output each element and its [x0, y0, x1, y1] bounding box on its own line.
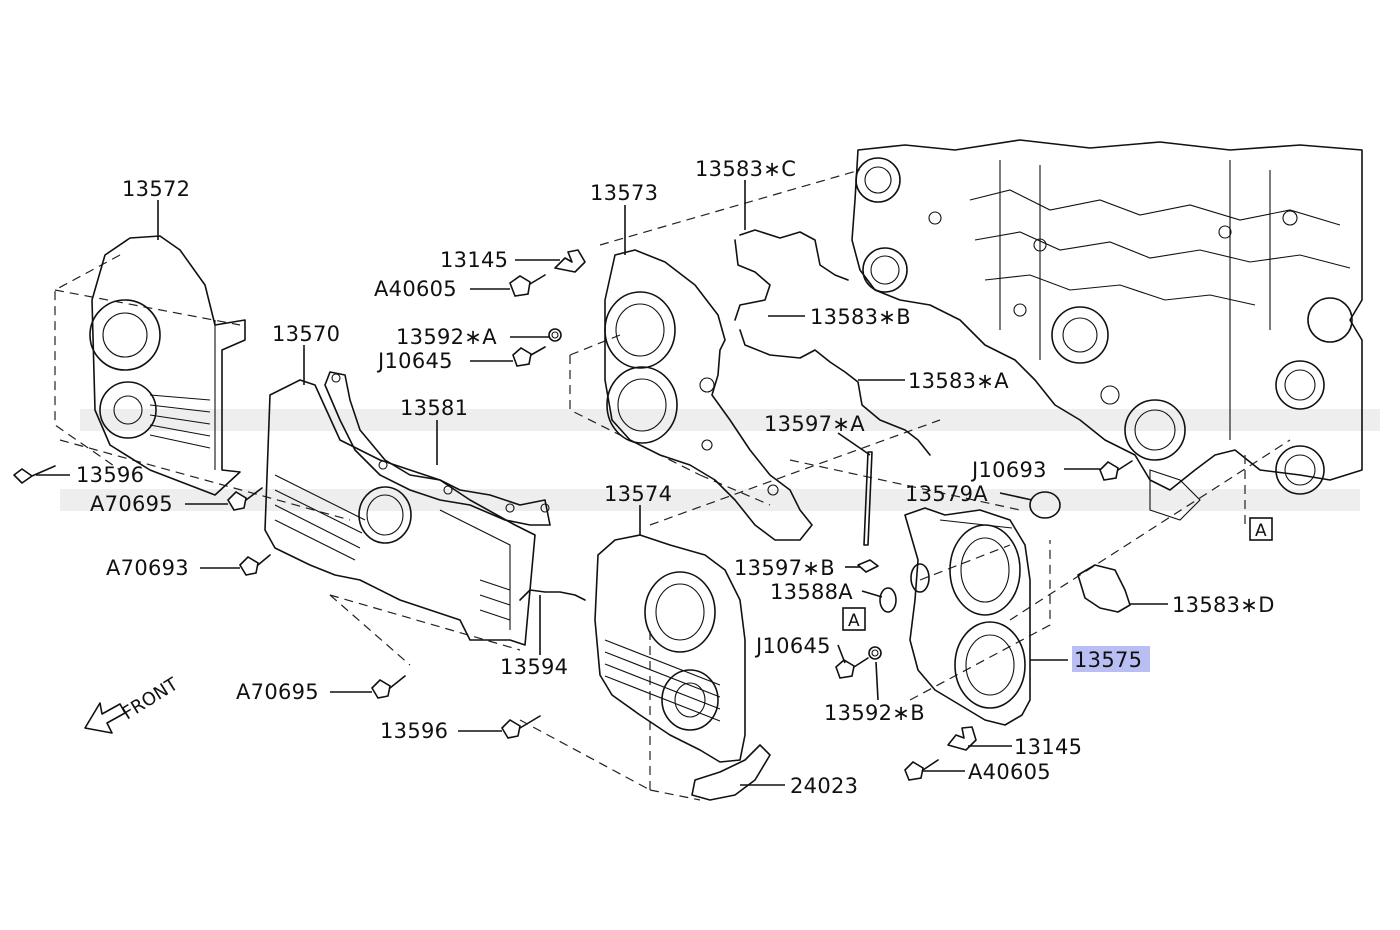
callout-13573: 13573: [590, 181, 658, 205]
leader-lines: [36, 180, 1168, 786]
part-13573-cover: [604, 249, 813, 541]
callout-13583A: 13583∗A: [908, 369, 1009, 393]
callout-13581: 13581: [400, 396, 468, 420]
part-13581-seal: [324, 371, 551, 526]
callout-A70693: A70693: [106, 556, 189, 580]
callout-13572: 13572: [122, 177, 190, 201]
callout-13592A: 13592∗A: [396, 325, 497, 349]
callout-13597B: 13597∗B: [734, 556, 835, 580]
reference-box-left: A: [842, 607, 866, 631]
callout-13574: 13574: [604, 482, 672, 506]
engine-block: [851, 139, 1363, 521]
callout-13583C: 13583∗C: [695, 157, 796, 181]
callout-J10645-bottom: J10645: [754, 634, 831, 658]
callout-13570: 13570: [272, 322, 340, 346]
callout-13588A: 13588A: [770, 580, 853, 604]
front-label: FRONT: [119, 673, 183, 724]
part-13575-highlight: [1072, 646, 1150, 672]
watermark: [60, 409, 1380, 511]
callout-J10693: J10693: [970, 458, 1047, 482]
callout-13596-bottom: 13596: [380, 719, 448, 743]
reference-box-left-label: A: [848, 611, 860, 631]
callout-13594: 13594: [500, 655, 568, 679]
part-13575-cover: [904, 507, 1031, 726]
callout-A70695-left: A70695: [90, 492, 173, 516]
callout-13597A: 13597∗A: [764, 412, 865, 436]
callout-13145-bottom: 13145: [1014, 735, 1082, 759]
callout-labels: 13572 13573 13570 13581 13145 A40605 135…: [76, 157, 1275, 798]
fasteners: [13, 249, 1133, 781]
part-24023-bracket: [691, 744, 771, 801]
callout-13583D: 13583∗D: [1172, 593, 1275, 617]
callout-24023: 24023: [790, 774, 858, 798]
callout-A70695-bottom: A70695: [236, 680, 319, 704]
part-13574-cover: [594, 534, 746, 763]
part-13583-gaskets: [734, 229, 931, 456]
part-13597B-block: [857, 559, 879, 573]
callout-13592B: 13592∗B: [824, 701, 925, 725]
assembly-dashed-lines: [54, 169, 1291, 801]
callout-A40605-top: A40605: [374, 277, 457, 301]
front-arrow: FRONT: [84, 673, 183, 734]
part-13572-cover: [89, 235, 246, 496]
callout-13145-top: 13145: [440, 248, 508, 272]
part-13597A-seal: [863, 451, 873, 546]
callout-13583B: 13583∗B: [810, 305, 911, 329]
reference-box-right: A: [1249, 517, 1273, 541]
part-13588A-plate: [879, 587, 897, 613]
callout-A40605-bottom: A40605: [968, 760, 1051, 784]
part-13579A-cap: [1029, 491, 1061, 519]
part-13583D-oring: [1077, 564, 1131, 613]
callout-13596-left: 13596: [76, 463, 144, 487]
callout-13575: 13575: [1074, 648, 1142, 672]
callout-J10645-top: J10645: [376, 349, 453, 373]
callout-13579A: 13579A: [905, 482, 988, 506]
reference-box-right-label: A: [1255, 521, 1267, 541]
